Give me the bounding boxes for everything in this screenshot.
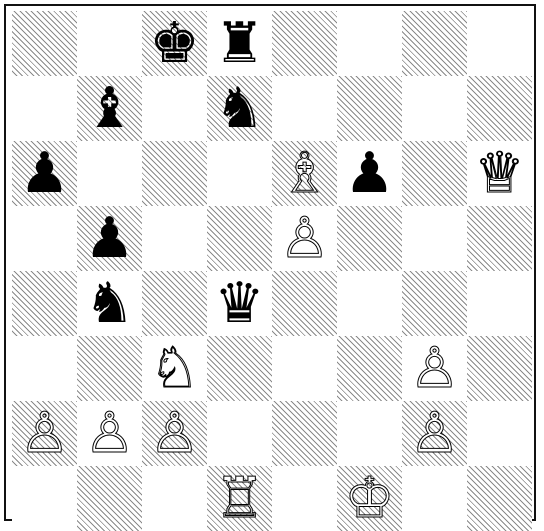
square-a1[interactable] — [12, 466, 77, 531]
square-f7[interactable] — [337, 76, 402, 141]
white-pawn-a2[interactable]: ♙ — [12, 401, 77, 466]
white-queen-h6[interactable]: ♕ — [467, 141, 532, 206]
square-c6[interactable] — [142, 141, 207, 206]
square-g7[interactable] — [402, 76, 467, 141]
square-g4[interactable] — [402, 271, 467, 336]
square-g1[interactable] — [402, 466, 467, 531]
square-b1[interactable] — [77, 466, 142, 531]
square-h8[interactable] — [467, 11, 532, 76]
square-e2[interactable] — [272, 401, 337, 466]
square-d5[interactable] — [207, 206, 272, 271]
square-f8[interactable] — [337, 11, 402, 76]
black-pawn-f6[interactable]: ♟ — [337, 141, 402, 206]
white-pawn-g3[interactable]: ♙ — [402, 336, 467, 401]
square-c3[interactable]: ♘ — [142, 336, 207, 401]
square-h4[interactable] — [467, 271, 532, 336]
square-f4[interactable] — [337, 271, 402, 336]
white-pawn-b2[interactable]: ♙ — [77, 401, 142, 466]
square-c5[interactable] — [142, 206, 207, 271]
square-a7[interactable] — [12, 76, 77, 141]
square-e3[interactable] — [272, 336, 337, 401]
square-b5[interactable]: ♟ — [77, 206, 142, 271]
square-b7[interactable]: ♝ — [77, 76, 142, 141]
square-b6[interactable] — [77, 141, 142, 206]
chessboard-frame: ♚♜♝♞♟♗♟♕♟♙♞♛♘♙♙♙♙♙♖♔ — [4, 4, 536, 521]
black-king-c8[interactable]: ♚ — [142, 11, 207, 76]
square-f5[interactable] — [337, 206, 402, 271]
black-queen-d4[interactable]: ♛ — [207, 271, 272, 336]
square-c2[interactable]: ♙ — [142, 401, 207, 466]
square-h2[interactable] — [467, 401, 532, 466]
square-d7[interactable]: ♞ — [207, 76, 272, 141]
white-bishop-e6[interactable]: ♗ — [272, 141, 337, 206]
black-bishop-b7[interactable]: ♝ — [77, 76, 142, 141]
square-c7[interactable] — [142, 76, 207, 141]
black-pawn-a6[interactable]: ♟ — [12, 141, 77, 206]
square-b3[interactable] — [77, 336, 142, 401]
square-h3[interactable] — [467, 336, 532, 401]
square-b4[interactable]: ♞ — [77, 271, 142, 336]
square-e1[interactable] — [272, 466, 337, 531]
black-pawn-b5[interactable]: ♟ — [77, 206, 142, 271]
square-b8[interactable] — [77, 11, 142, 76]
black-knight-d7[interactable]: ♞ — [207, 76, 272, 141]
square-b2[interactable]: ♙ — [77, 401, 142, 466]
white-pawn-g2[interactable]: ♙ — [402, 401, 467, 466]
square-a4[interactable] — [12, 271, 77, 336]
black-rook-d8[interactable]: ♜ — [207, 11, 272, 76]
white-pawn-e5[interactable]: ♙ — [272, 206, 337, 271]
square-a2[interactable]: ♙ — [12, 401, 77, 466]
square-e5[interactable]: ♙ — [272, 206, 337, 271]
square-c4[interactable] — [142, 271, 207, 336]
square-g6[interactable] — [402, 141, 467, 206]
square-e8[interactable] — [272, 11, 337, 76]
square-a6[interactable]: ♟ — [12, 141, 77, 206]
square-c1[interactable] — [142, 466, 207, 531]
square-a3[interactable] — [12, 336, 77, 401]
square-h5[interactable] — [467, 206, 532, 271]
square-d4[interactable]: ♛ — [207, 271, 272, 336]
square-d6[interactable] — [207, 141, 272, 206]
square-f6[interactable]: ♟ — [337, 141, 402, 206]
white-king-f1[interactable]: ♔ — [337, 466, 402, 531]
square-d8[interactable]: ♜ — [207, 11, 272, 76]
square-d2[interactable] — [207, 401, 272, 466]
square-g3[interactable]: ♙ — [402, 336, 467, 401]
square-d3[interactable] — [207, 336, 272, 401]
square-f3[interactable] — [337, 336, 402, 401]
white-rook-d1[interactable]: ♖ — [207, 466, 272, 531]
square-f2[interactable] — [337, 401, 402, 466]
white-knight-c3[interactable]: ♘ — [142, 336, 207, 401]
square-g5[interactable] — [402, 206, 467, 271]
square-g2[interactable]: ♙ — [402, 401, 467, 466]
square-d1[interactable]: ♖ — [207, 466, 272, 531]
square-e4[interactable] — [272, 271, 337, 336]
chessboard: ♚♜♝♞♟♗♟♕♟♙♞♛♘♙♙♙♙♙♖♔ — [12, 11, 532, 531]
white-pawn-c2[interactable]: ♙ — [142, 401, 207, 466]
square-h6[interactable]: ♕ — [467, 141, 532, 206]
square-e6[interactable]: ♗ — [272, 141, 337, 206]
square-f1[interactable]: ♔ — [337, 466, 402, 531]
square-a5[interactable] — [12, 206, 77, 271]
black-knight-b4[interactable]: ♞ — [77, 271, 142, 336]
square-e7[interactable] — [272, 76, 337, 141]
square-a8[interactable] — [12, 11, 77, 76]
square-c8[interactable]: ♚ — [142, 11, 207, 76]
square-g8[interactable] — [402, 11, 467, 76]
square-h1[interactable] — [467, 466, 532, 531]
square-h7[interactable] — [467, 76, 532, 141]
